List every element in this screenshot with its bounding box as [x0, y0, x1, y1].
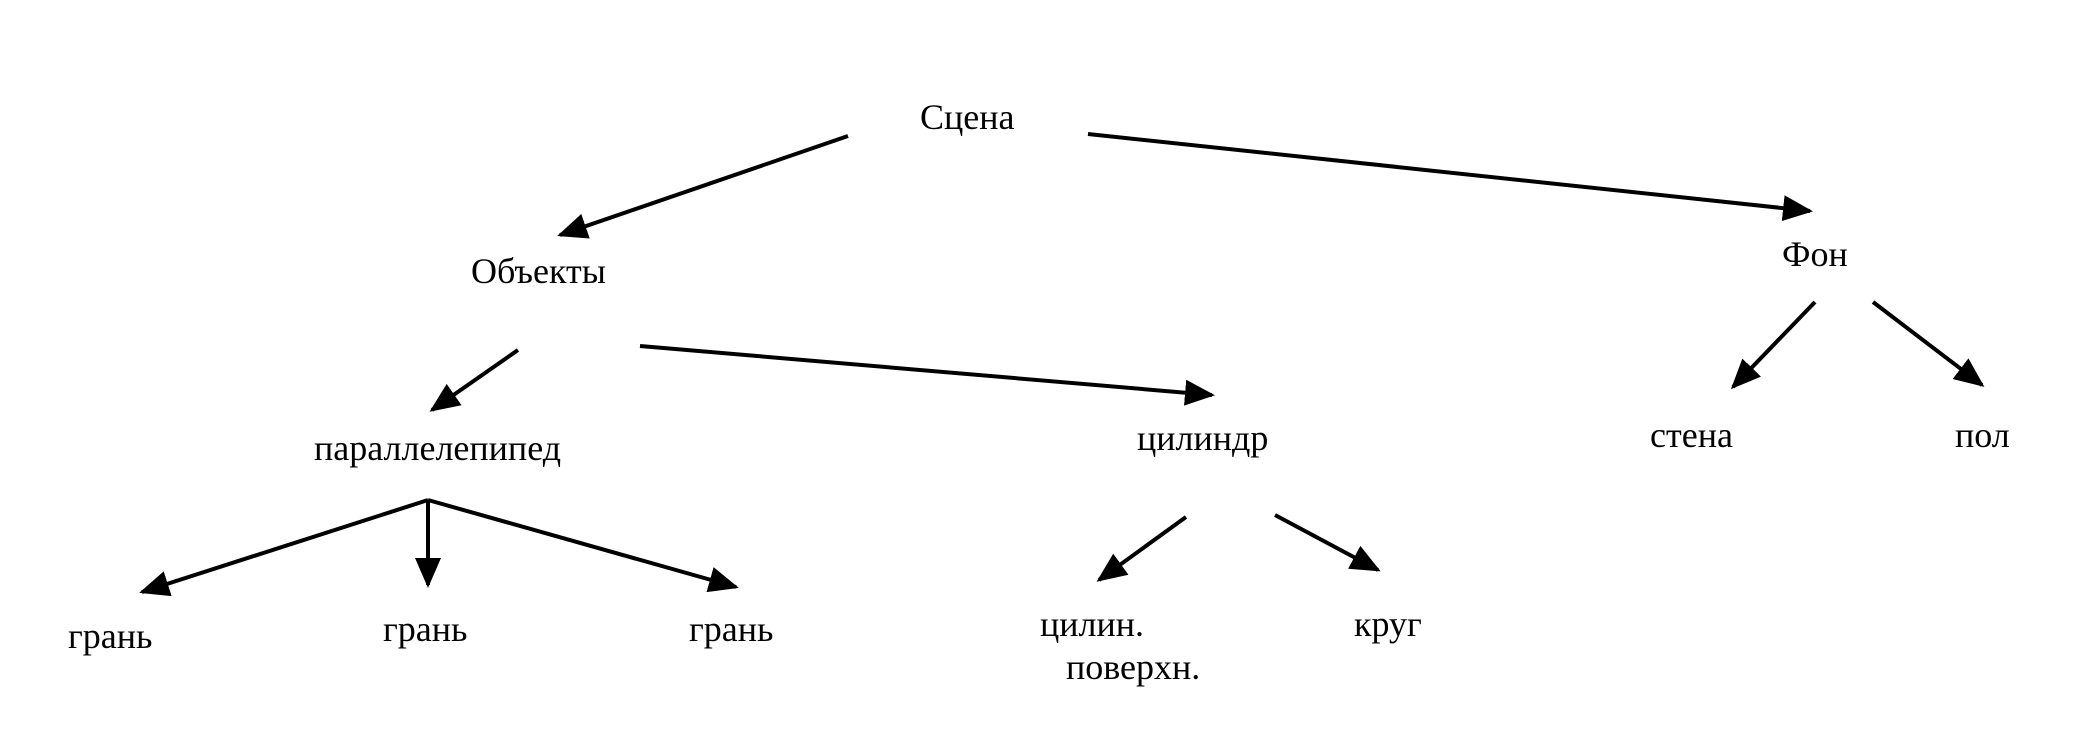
node-cylindrical-surface-line1: цилин.	[1040, 604, 1145, 644]
node-parallelepiped: параллелепипед	[314, 428, 562, 468]
node-cylindrical-surface: цилин. поверхн.	[1040, 603, 1200, 689]
node-background: Фон	[1782, 234, 1848, 274]
edge-lines	[139, 132, 1985, 597]
node-circle: круг	[1354, 604, 1422, 644]
edge-scene-to-background	[1087, 132, 1813, 222]
node-wall: стена	[1650, 415, 1733, 455]
node-face-2: грань	[383, 609, 468, 649]
node-floor: пол	[1955, 415, 2010, 455]
edge-parallelepiped-to-face-3	[427, 498, 739, 593]
node-face-1: грань	[68, 616, 153, 656]
edge-objects-to-parallelepiped	[429, 348, 520, 412]
edge-background-to-wall	[1730, 300, 1817, 390]
edge-cylinder-to-cyl-surface	[1096, 515, 1188, 582]
edge-objects-to-cylinder	[639, 344, 1215, 406]
edge-cylinder-to-circle	[1274, 513, 1381, 572]
node-cylindrical-surface-line2: поверхн.	[1066, 647, 1201, 688]
node-scene: Сцена	[920, 97, 1015, 137]
node-cylinder: цилиндр	[1137, 418, 1269, 458]
edge-scene-to-objects	[557, 134, 849, 239]
node-face-3: грань	[689, 609, 774, 649]
node-objects: Объекты	[471, 251, 606, 291]
edge-background-to-floor	[1871, 300, 1985, 387]
edge-parallelepiped-to-face-1	[139, 498, 429, 597]
